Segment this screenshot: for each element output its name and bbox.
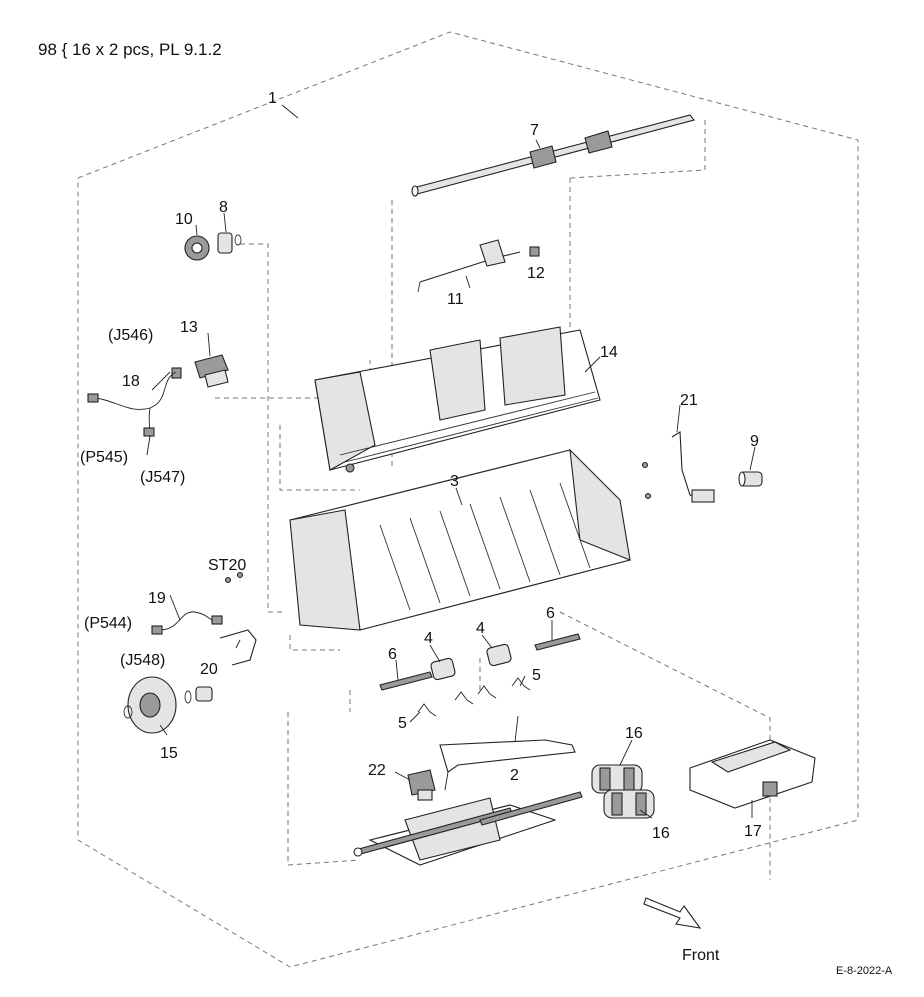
callout-20: 20 xyxy=(200,661,218,678)
callout-st20: ST20 xyxy=(208,557,246,574)
part-15-motor xyxy=(123,676,213,734)
part-19-harness xyxy=(151,611,223,635)
front-arrow-icon xyxy=(643,897,702,929)
callout-12: 12 xyxy=(527,265,545,282)
part-9-bushing xyxy=(738,471,763,487)
callout-16-upper: 16 xyxy=(625,725,643,742)
leader-11 xyxy=(465,275,471,289)
part-18-harness xyxy=(87,371,177,437)
callout-13: 13 xyxy=(180,319,198,336)
connector-j548: (J548) xyxy=(120,652,165,669)
callout-3: 3 xyxy=(450,473,459,490)
callout-17: 17 xyxy=(744,823,762,840)
part-8-bearing xyxy=(217,232,242,254)
drawing-code: E-8-2022-A xyxy=(836,965,893,977)
callout-21: 21 xyxy=(680,392,698,409)
callout-18: 18 xyxy=(122,373,140,390)
part-6-shaft-left xyxy=(379,671,433,691)
callout-22: 22 xyxy=(368,762,386,779)
callout-16-lower: 16 xyxy=(652,825,670,842)
part-11-lever xyxy=(417,239,521,293)
callout-11: 11 xyxy=(447,291,464,308)
callout-15: 15 xyxy=(160,745,178,762)
callout-5-left: 5 xyxy=(398,715,407,732)
part-4-roller-left xyxy=(430,657,456,681)
callout-9: 9 xyxy=(750,433,759,450)
connector-p544: (P544) xyxy=(84,615,132,632)
assembly-boundary xyxy=(77,31,859,968)
part-13-sensor xyxy=(171,354,229,388)
part-6-shaft-right xyxy=(534,633,581,651)
part-22-sensor xyxy=(407,769,436,801)
part-10-gear xyxy=(184,235,210,261)
part-5-spring-left xyxy=(417,691,474,717)
callout-labels: 1 2 3 4 4 5 5 6 6 7 8 9 10 11 12 13 14 1… xyxy=(80,90,762,842)
connector-j547: (J547) xyxy=(140,469,185,486)
callout-6-right: 6 xyxy=(546,605,555,622)
part-20-bracket xyxy=(219,629,257,666)
callout-14: 14 xyxy=(600,344,618,361)
callout-10: 10 xyxy=(175,211,193,228)
callout-5-right: 5 xyxy=(532,667,541,684)
part-2-guide xyxy=(439,739,576,791)
connector-j546: (J546) xyxy=(108,327,153,344)
callout-1: 1 xyxy=(268,90,277,107)
callout-19: 19 xyxy=(148,590,166,607)
callout-6-left: 6 xyxy=(388,646,397,663)
leader-lines xyxy=(146,104,756,819)
part-3-chute xyxy=(224,448,652,631)
part-14-upper-frame xyxy=(314,326,601,473)
part-5-spring-right xyxy=(477,677,531,699)
part-17-tray xyxy=(689,739,816,809)
part-7-roller-shaft xyxy=(411,114,695,197)
header-text: 98 { 16 x 2 pcs, PL 9.1.2 xyxy=(38,40,222,59)
feed-assembly xyxy=(353,791,583,866)
part-16-roller-upper xyxy=(591,764,643,794)
connector-p545: (P545) xyxy=(80,449,128,466)
callout-4-right: 4 xyxy=(476,620,485,637)
front-label: Front xyxy=(682,947,720,964)
part-21-bracket xyxy=(671,431,715,503)
part-12-spring xyxy=(529,246,540,257)
callout-7: 7 xyxy=(530,122,539,139)
part-4-roller-right xyxy=(486,643,512,667)
callout-4-left: 4 xyxy=(424,630,433,647)
callout-2: 2 xyxy=(510,767,519,784)
callout-8: 8 xyxy=(219,199,228,216)
